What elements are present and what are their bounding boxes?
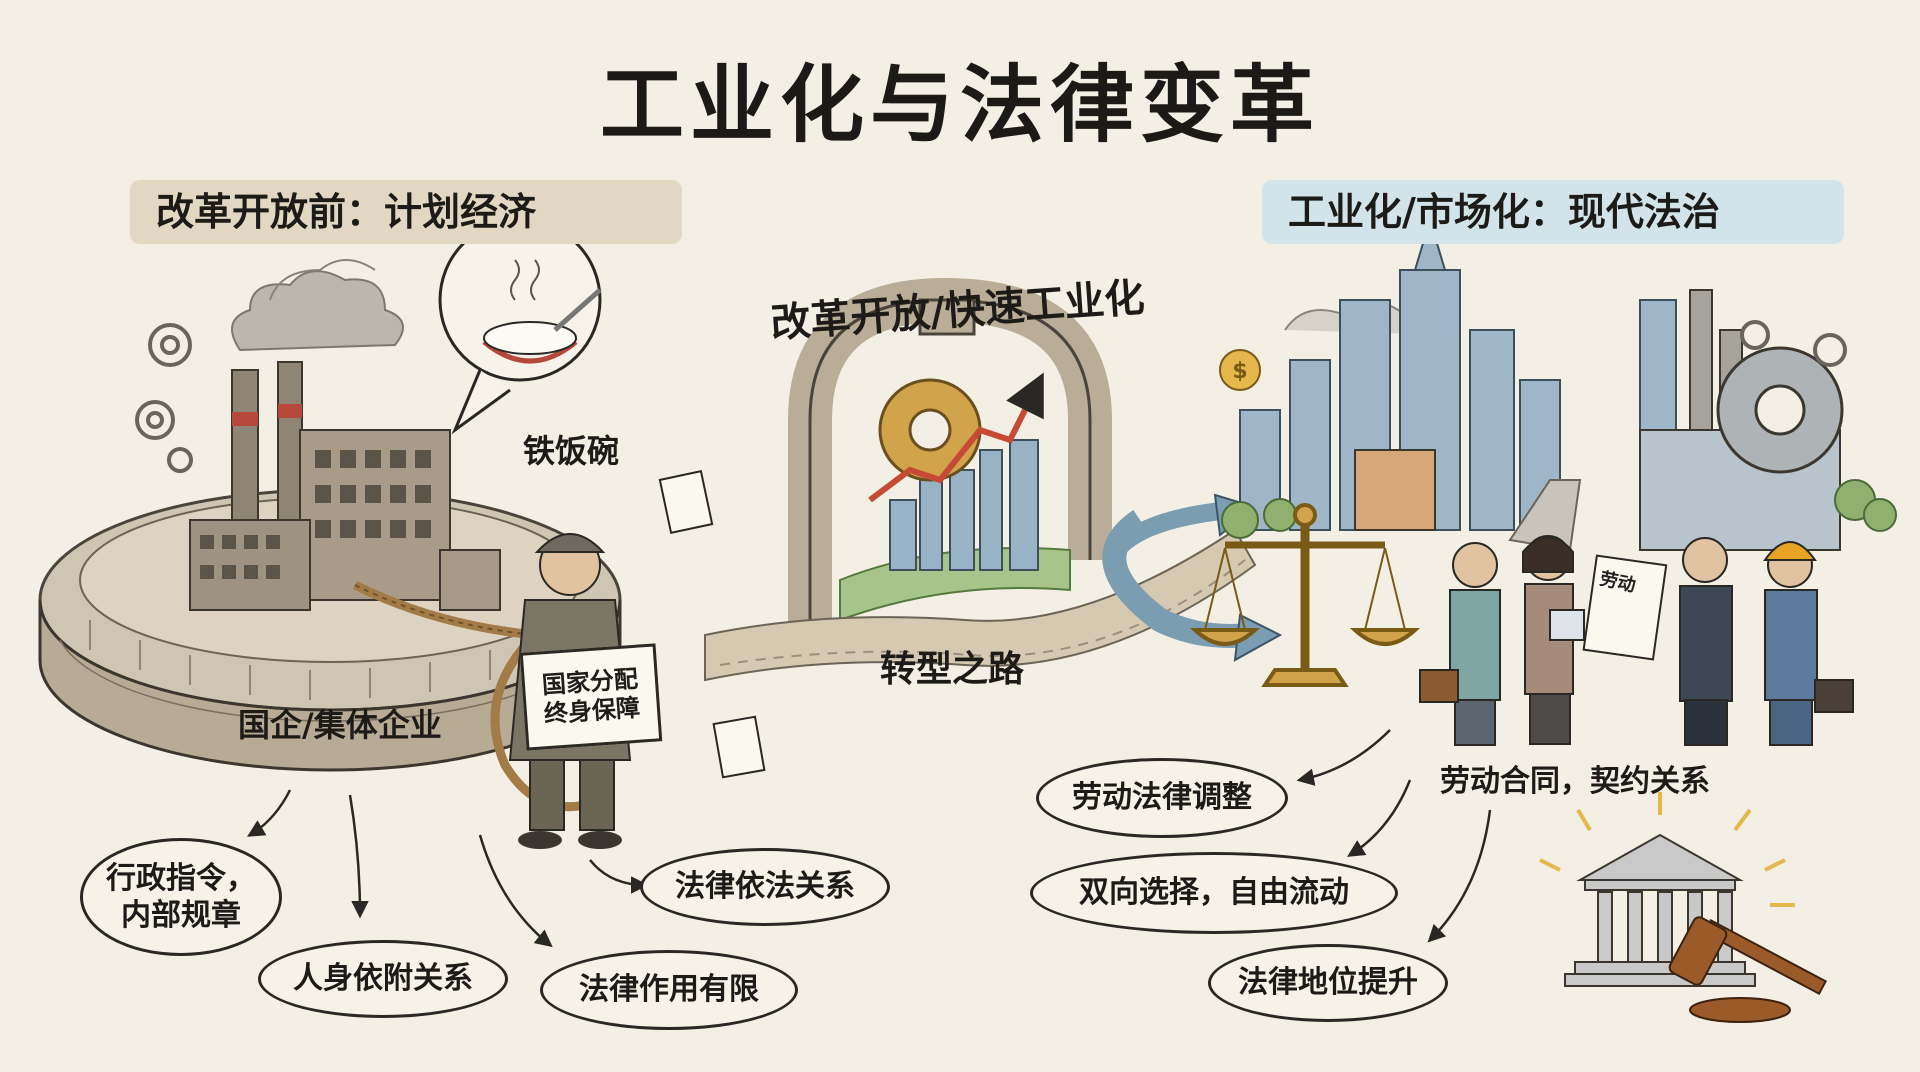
page-title: 工业化与法律变革	[599, 56, 1320, 154]
transition-arch	[788, 277, 1112, 640]
legal-relations-bubble: 法律依法关系	[640, 848, 890, 926]
sign-line-2: 终身保障	[543, 693, 641, 729]
courthouse-icon	[1564, 833, 1756, 987]
glow-lines	[1539, 792, 1795, 907]
svg-text:$: $	[1232, 359, 1247, 384]
road-label: 转型之路	[880, 649, 1025, 690]
labor-law-bubble: 劳动法律调整	[1036, 758, 1288, 838]
gear-icon	[878, 378, 982, 482]
gear-icon	[135, 323, 193, 473]
worker-sign: 国家分配 终身保障	[519, 643, 663, 751]
gavel-icon	[1668, 916, 1828, 1023]
rice-bowl-label: 铁饭碗	[523, 432, 620, 470]
rice-bowl-bubble	[438, 218, 602, 435]
modern-city-illustration	[1221, 216, 1897, 552]
limited-role-bubble: 法律作用有限	[540, 950, 798, 1030]
legal-status-bubble: 法律地位提升	[1208, 944, 1448, 1022]
soe-label: 国企/集体企业	[238, 706, 442, 744]
walled-factory-illustration	[38, 259, 622, 772]
gear-icon	[1740, 320, 1847, 367]
coin-icon: $	[1219, 349, 1261, 391]
connector-arrows	[246, 729, 1492, 948]
right-era-banner: 工业化/市场化：现代法治	[1262, 180, 1844, 244]
dependency-bubble: 人身依附关系	[258, 940, 508, 1018]
scales-of-justice-icon	[1189, 503, 1421, 687]
contract-label: 劳动合同，契约关系	[1440, 764, 1710, 799]
left-era-banner: 改革开放前：计划经济	[130, 180, 682, 244]
admin-line-2: 内部规章	[121, 898, 241, 933]
admin-directive-bubble: 行政指令， 内部规章	[80, 838, 282, 956]
admin-line-1: 行政指令，	[106, 860, 256, 896]
two-way-choice-bubble: 双向选择，自由流动	[1030, 852, 1398, 934]
document-icon	[658, 470, 766, 779]
workers-and-employers-group	[1419, 535, 1854, 746]
